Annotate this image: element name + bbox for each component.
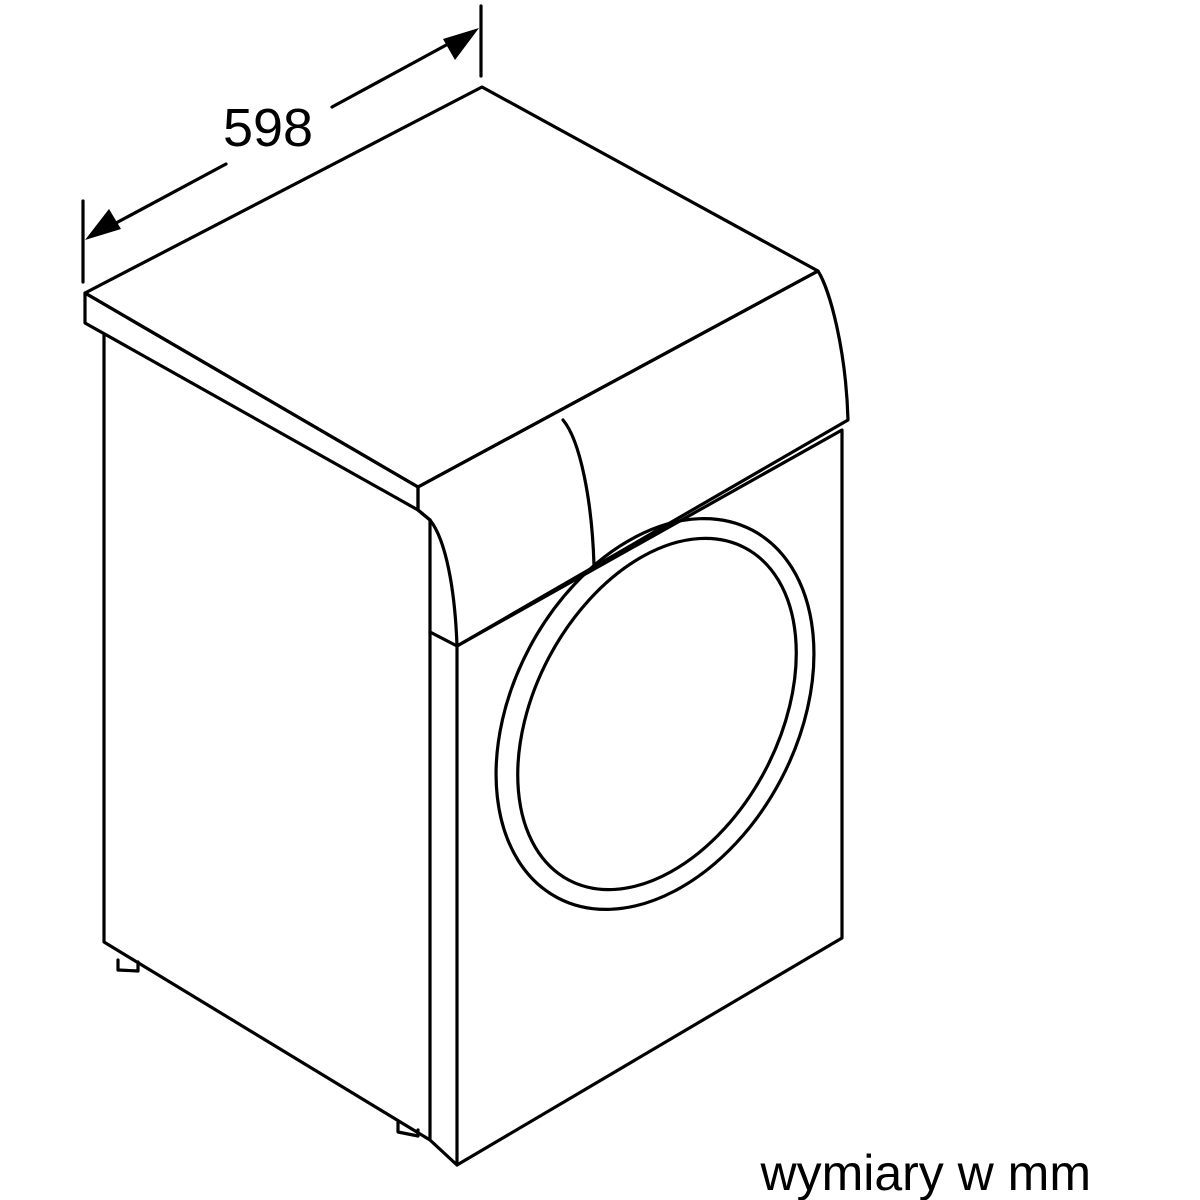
machine-front-panel xyxy=(428,630,459,1167)
front-foot xyxy=(396,1120,420,1138)
door-outer-ring xyxy=(494,517,816,911)
units-note: wymiary w mm xyxy=(759,1145,1091,1200)
width-dimension-label: 598 xyxy=(223,98,313,158)
detergent-drawer-divider xyxy=(561,418,596,567)
control-panel xyxy=(416,269,850,648)
machine-left-side xyxy=(102,333,432,1142)
left-foot xyxy=(116,958,140,973)
worktop-edge xyxy=(83,291,420,512)
dimension-arrow-left xyxy=(85,209,121,240)
dimension-arrow-right xyxy=(443,28,479,60)
machine-front-face xyxy=(455,428,844,1167)
machine-top-surface xyxy=(83,85,820,489)
door-inner-ring xyxy=(516,536,798,892)
dimension-line-left xyxy=(101,162,228,232)
dimension-line-right xyxy=(330,35,463,109)
